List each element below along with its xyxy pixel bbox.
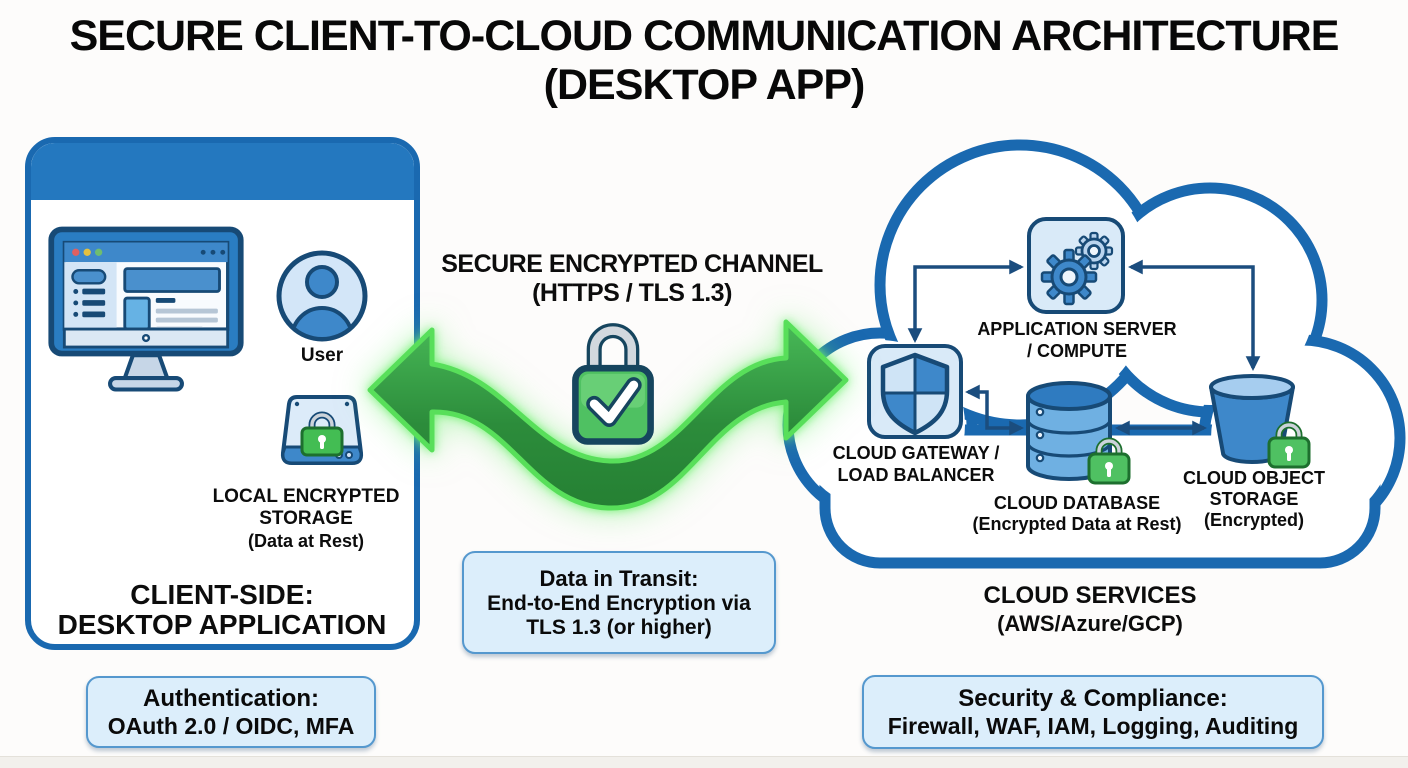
arrow-appserver-objectstorage (1128, 259, 1261, 371)
gateway-label: CLOUD GATEWAY / LOAD BALANCER (832, 443, 1000, 485)
security-compliance-info-box: Security & Compliance: Firewall, WAF, IA… (862, 675, 1324, 749)
big-gear-icon (1040, 248, 1098, 306)
security-compliance-title: Security & Compliance: (958, 684, 1228, 712)
lock-icon (1087, 437, 1131, 485)
encrypted-channel-arrow (367, 319, 849, 511)
user-label: User (300, 345, 344, 366)
client-panel-header (31, 143, 414, 200)
desktop-app-icon (48, 226, 244, 392)
traffic-dot-green (94, 248, 103, 256)
data-in-transit-body-line2: TLS 1.3 (or higher) (526, 615, 712, 639)
lock-icon (300, 411, 344, 457)
authentication-body: OAuth 2.0 / OIDC, MFA (107, 712, 355, 739)
title-line1: SECURE CLIENT-TO-CLOUD COMMUNICATION ARC… (69, 12, 1340, 60)
data-in-transit-info-box: Data in Transit: End-to-End Encryption v… (462, 551, 776, 654)
local-storage-label: LOCAL ENCRYPTED STORAGE (Data at Rest) (212, 486, 400, 551)
client-caption: CLIENT-SIDE: DESKTOP APPLICATION (57, 579, 387, 640)
cloud-connector-arrows (907, 259, 1261, 436)
cloud-services-caption: CLOUD SERVICES (AWS/Azure/GCP) (983, 582, 1197, 636)
app-server-label: APPLICATION SERVER / COMPUTE (977, 319, 1177, 361)
small-gear-icon (1074, 231, 1114, 271)
cloud-object-storage-icon (1209, 374, 1311, 469)
data-in-transit-body-line1: End-to-End Encryption via (487, 591, 751, 615)
arrow-gateway-appserver (907, 259, 1024, 343)
page-title: SECURE CLIENT-TO-CLOUD COMMUNICATION ARC… (0, 12, 1408, 110)
application-server-icon (1027, 217, 1125, 314)
traffic-dot-red (72, 248, 80, 256)
object-storage-label: CLOUD OBJECT STORAGE (Encrypted) (1182, 468, 1326, 530)
title-line2: (DESKTOP APP) (543, 61, 866, 109)
cloud-gateway-shield-icon (867, 344, 963, 439)
arrow-gateway-database (965, 384, 1024, 436)
cloud-database-icon (1026, 381, 1131, 485)
client-panel (25, 137, 420, 650)
security-compliance-body: Firewall, WAF, IAM, Logging, Auditing (887, 712, 1299, 739)
traffic-dot-yellow (83, 248, 91, 256)
bottom-edge-strip (0, 756, 1408, 768)
database-label: CLOUD DATABASE (Encrypted Data at Rest) (972, 493, 1182, 534)
authentication-info-box: Authentication: OAuth 2.0 / OIDC, MFA (86, 676, 376, 748)
local-encrypted-storage-icon (280, 395, 364, 465)
data-in-transit-title: Data in Transit: (539, 565, 699, 591)
padlock-check-icon (572, 323, 654, 445)
channel-heading: SECURE ENCRYPTED CHANNEL (HTTPS / TLS 1.… (441, 250, 823, 307)
authentication-title: Authentication: (143, 684, 319, 712)
user-icon (276, 250, 368, 342)
lock-icon (1267, 421, 1311, 469)
